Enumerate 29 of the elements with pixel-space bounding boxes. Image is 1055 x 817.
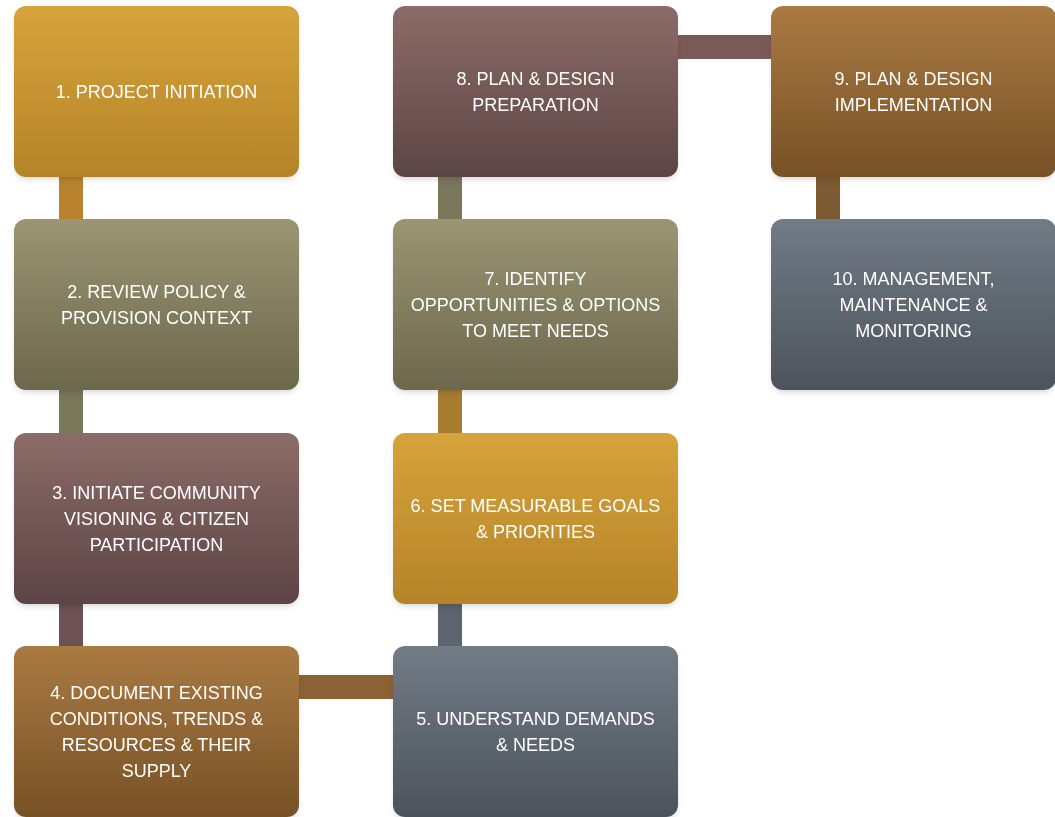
connector-bar	[678, 35, 771, 59]
connector-bar	[59, 604, 83, 646]
step-box	[14, 433, 299, 604]
step-label: 5. UNDERSTAND DEMANDS & NEEDS	[415, 707, 656, 757]
step-label: 4. DOCUMENT EXISTING CONDITIONS, TRENDS & RESOURCES & THEIR SUPPLY	[48, 681, 265, 783]
step-label: 10. MANAGEMENT, MAINTENANCE & MONITORING	[831, 267, 996, 343]
connector-bar	[438, 390, 462, 433]
connector-bar	[438, 177, 462, 219]
connector-bar	[438, 604, 462, 646]
step-label: 6. SET MEASURABLE GOALS & PRIORITIES	[409, 494, 662, 544]
step-box	[771, 6, 1055, 177]
step-label: 7. IDENTIFY OPPORTUNITIES & OPTIONS TO MEET NEEDS	[409, 267, 662, 343]
connector-bar	[299, 675, 393, 699]
step-box	[393, 646, 678, 817]
step-box	[393, 219, 678, 390]
step-label: 9. PLAN & DESIGN IMPLEMENTATION	[833, 67, 994, 117]
connector-bar	[59, 390, 83, 433]
step-label: 1. PROJECT INITIATION	[55, 80, 258, 104]
step-box	[771, 219, 1055, 390]
step-label: 2. REVIEW POLICY & PROVISION CONTEXT	[60, 280, 253, 330]
step-box	[14, 6, 299, 177]
step-box	[14, 219, 299, 390]
step-box	[14, 646, 299, 817]
connector-bar	[59, 177, 83, 219]
connector-bar	[816, 177, 840, 219]
step-box	[393, 433, 678, 604]
step-label: 8. PLAN & DESIGN PREPARATION	[455, 67, 616, 117]
step-label: 3. INITIATE COMMUNITY VISIONING & CITIZEN PARTICIPATION	[51, 481, 262, 557]
step-box	[393, 6, 678, 177]
